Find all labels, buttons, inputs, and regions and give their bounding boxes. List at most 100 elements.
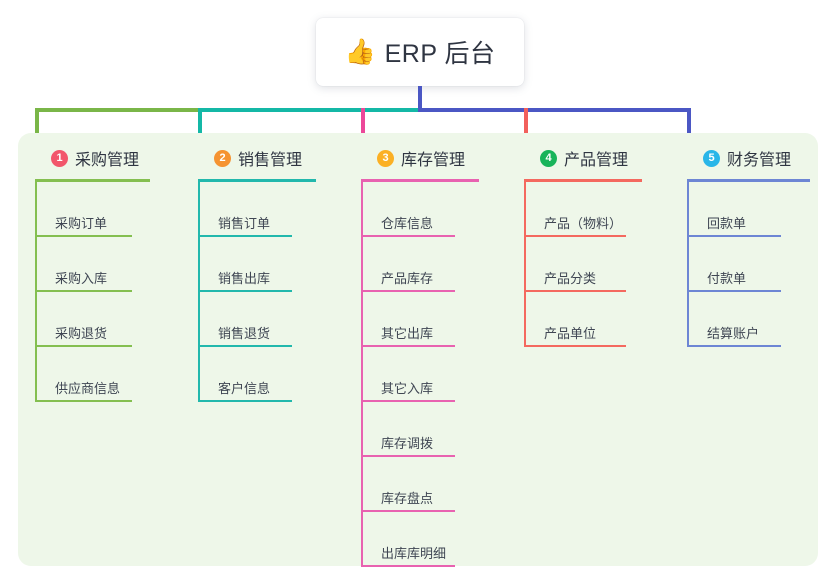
category-title-4: 产品管理 [564,152,629,169]
list-item[interactable]: 仓库信息 [363,182,507,237]
category-badge-2: 2 [214,149,231,167]
leaf-spine-3 [361,182,363,567]
leaf-underline [200,290,292,292]
list-item[interactable]: 采购入库 [37,237,181,292]
bar-segment-teal [198,108,420,112]
leaf-label: 回款单 [707,216,747,231]
leaf-underline [363,235,455,237]
leaf-underline [526,290,626,292]
page-title: ERP 后台 [384,40,496,68]
leaf-underline [200,345,292,347]
leaf-label: 出库库明细 [381,546,447,561]
leaf-underline [363,510,455,512]
list-item[interactable]: 采购退货 [37,292,181,347]
list-item[interactable]: 其它入库 [363,347,507,402]
list-item[interactable]: 客户信息 [200,347,344,402]
leaf-label: 产品（物料） [544,216,623,231]
leaf-label: 仓库信息 [381,216,434,231]
list-item[interactable]: 库存调拨 [363,402,507,457]
leaf-underline [37,290,132,292]
leaf-label: 其它入库 [381,381,434,396]
leaf-label: 库存调拨 [381,436,434,451]
category-underline-4 [524,179,642,182]
list-item[interactable]: 结算账户 [689,292,823,347]
leaf-underline [363,400,455,402]
category-header-5[interactable]: 5 财务管理 [683,143,823,173]
category-column-1: 1 采购管理采购订单采购入库采购退货供应商信息 [31,143,181,402]
leaf-label: 库存盘点 [381,491,434,506]
leaf-underline [526,235,626,237]
leaf-label: 销售出库 [218,271,271,286]
leaf-underline [200,400,292,402]
category-header-3[interactable]: 3 库存管理 [357,143,507,173]
leaf-underline [363,565,455,567]
category-title-2: 销售管理 [238,152,303,169]
leaf-underline [526,345,626,347]
category-title-1: 采购管理 [75,152,140,169]
list-item[interactable]: 回款单 [689,182,823,237]
bar-segment-purple [418,108,691,112]
list-item[interactable]: 产品单位 [526,292,670,347]
list-item[interactable]: 采购订单 [37,182,181,237]
category-header-1[interactable]: 1 采购管理 [31,143,181,173]
bar-segment-green [35,108,202,112]
list-item[interactable]: 产品（物料） [526,182,670,237]
list-item[interactable]: 库存盘点 [363,457,507,512]
category-column-5: 5 财务管理回款单付款单结算账户 [683,143,823,347]
leaf-underline [37,235,132,237]
drop-col-2 [198,108,202,145]
category-title-5: 财务管理 [727,152,792,169]
leaf-underline [689,345,781,347]
list-item[interactable]: 销售订单 [200,182,344,237]
leaf-label: 产品单位 [544,326,597,341]
leaf-spine-4 [524,182,526,347]
leaf-label: 客户信息 [218,381,271,396]
leaf-underline [37,345,132,347]
category-column-2: 2 销售管理销售订单销售出库销售退货客户信息 [194,143,344,402]
leaf-underline [689,235,781,237]
leaf-underline [363,290,455,292]
category-header-2[interactable]: 2 销售管理 [194,143,344,173]
drop-col-4 [524,108,528,145]
root-node[interactable]: 👍 ERP 后台 [316,18,524,86]
list-item[interactable]: 付款单 [689,237,823,292]
category-column-3: 3 库存管理仓库信息产品库存其它出库其它入库库存调拨库存盘点出库库明细 [357,143,507,567]
leaf-label: 产品分类 [544,271,597,286]
leaf-underline [200,235,292,237]
leaf-label: 销售退货 [218,326,271,341]
list-item[interactable]: 其它出库 [363,292,507,347]
leaf-label: 采购订单 [55,216,108,231]
leaf-spine-2 [198,182,200,402]
category-badge-5: 5 [703,149,720,167]
category-underline-2 [198,179,316,182]
leaf-list-3: 仓库信息产品库存其它出库其它入库库存调拨库存盘点出库库明细 [361,182,507,567]
categories-panel [18,133,818,566]
category-title-3: 库存管理 [401,152,466,169]
list-item[interactable]: 出库库明细 [363,512,507,567]
leaf-label: 采购退货 [55,326,108,341]
leaf-underline [363,455,455,457]
leaf-list-5: 回款单付款单结算账户 [687,182,823,347]
thumbs-up-icon: 👍 [344,37,376,66]
list-item[interactable]: 供应商信息 [37,347,181,402]
leaf-list-4: 产品（物料） 产品分类产品单位 [524,182,670,347]
leaf-spine-5 [687,182,689,347]
list-item[interactable]: 销售出库 [200,237,344,292]
root-stem [418,86,422,112]
leaf-list-1: 采购订单采购入库采购退货供应商信息 [35,182,181,402]
drop-col-1 [35,108,39,145]
list-item[interactable]: 产品库存 [363,237,507,292]
leaf-spine-1 [35,182,37,402]
list-item[interactable]: 产品分类 [526,237,670,292]
list-item[interactable]: 销售退货 [200,292,344,347]
drop-col-3 [361,108,365,145]
leaf-label: 销售订单 [218,216,271,231]
category-underline-1 [35,179,150,182]
leaf-label: 结算账户 [707,326,760,341]
category-badge-1: 1 [51,149,68,167]
leaf-underline [689,290,781,292]
category-badge-3: 3 [377,149,394,167]
